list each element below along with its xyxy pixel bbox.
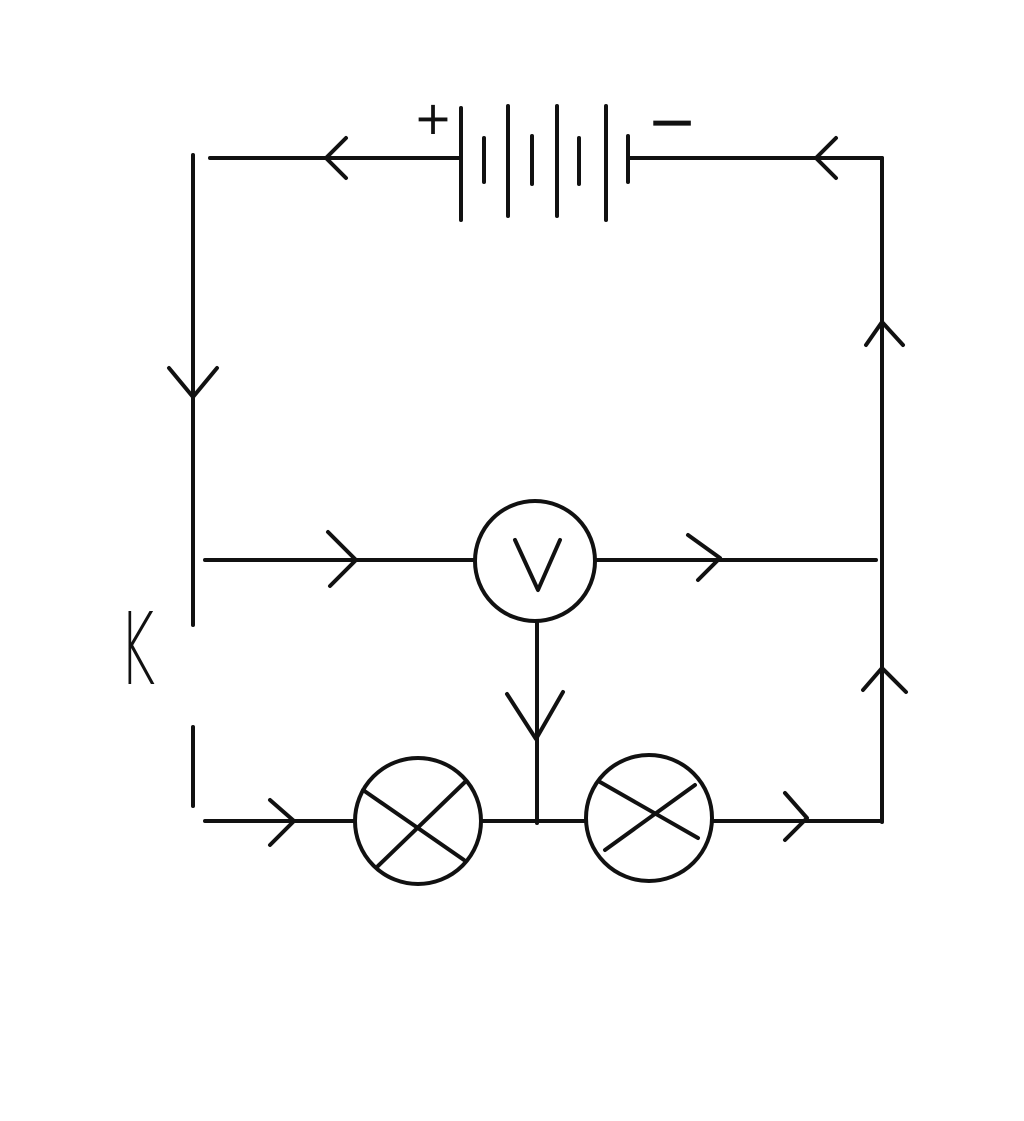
voltmeter-symbol (513, 538, 562, 592)
battery-negative-sign: − (647, 87, 697, 157)
arrow-right-icon (686, 533, 722, 582)
arrow-up-icon (864, 320, 905, 347)
circuit: + − K V (119, 87, 908, 886)
arrow-up-icon (861, 666, 908, 694)
arrow-down-icon (167, 366, 219, 399)
arrow-right-icon (326, 530, 358, 588)
current-arrows (167, 136, 908, 847)
arrow-right-icon (783, 791, 809, 842)
lamp-1-circle (353, 756, 483, 886)
lamp-2-circle (584, 753, 714, 883)
lamp-2 (584, 753, 714, 883)
switch-label: K (119, 592, 155, 708)
voltmeter-circle (473, 499, 597, 623)
arrow-left-icon (814, 136, 838, 180)
voltmeter: V (473, 499, 597, 623)
lamp-1 (353, 756, 483, 886)
battery: + − (414, 87, 697, 222)
lamp-1-cross (376, 780, 467, 868)
lamp-2-cross (603, 783, 697, 852)
battery-positive-sign: + (414, 91, 453, 145)
arrow-left-icon (324, 136, 348, 180)
lamp-1-cross (361, 788, 466, 862)
switch-k: K (119, 592, 155, 708)
arrow-right-icon (268, 798, 296, 847)
arrow-down-icon (505, 690, 565, 741)
lamp-2-cross (598, 780, 700, 840)
